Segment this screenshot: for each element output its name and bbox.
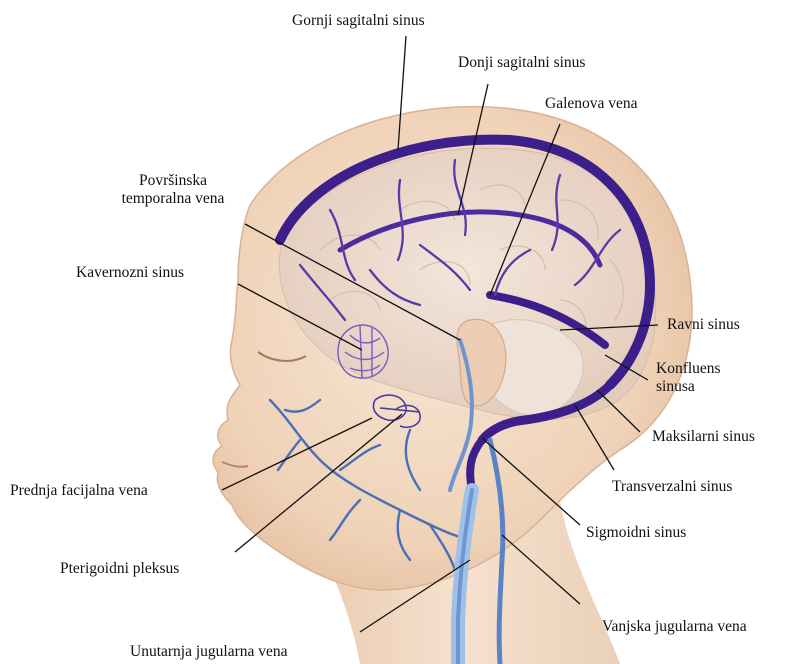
label-povrsinska-line2: temporalna vena xyxy=(110,190,236,208)
label-povrsinska-line1: Površinska xyxy=(110,172,236,190)
label-povrsinska-temporalna-vena: Površinska temporalna vena xyxy=(110,172,236,208)
label-donji-sagitalni-sinus: Donji sagitalni sinus xyxy=(458,54,585,72)
label-sigmoidni-sinus: Sigmoidni sinus xyxy=(586,524,686,542)
label-prednja-facijalna-vena: Prednja facijalna vena xyxy=(10,482,148,500)
label-maksilarni-sinus: Maksilarni sinus xyxy=(652,428,755,446)
label-konfluens-sinusa: Konfluens sinusa xyxy=(656,360,721,396)
label-transverzalni-sinus: Transverzalni sinus xyxy=(612,478,732,496)
label-unutarnja-jugularna-vena: Unutarnja jugularna vena xyxy=(130,643,288,661)
label-gornji-sagitalni-sinus: Gornji sagitalni sinus xyxy=(292,12,425,30)
label-galenova-vena: Galenova vena xyxy=(545,95,638,113)
label-pterigoidni-pleksus: Pterigoidni pleksus xyxy=(60,560,179,578)
label-ravni-sinus: Ravni sinus xyxy=(667,316,740,334)
label-kavernozni-sinus: Kavernozni sinus xyxy=(76,264,184,282)
label-konfluens-line1: Konfluens xyxy=(656,360,721,378)
label-vanjska-jugularna-vena: Vanjska jugularna vena xyxy=(602,618,747,636)
label-konfluens-line2: sinusa xyxy=(656,378,721,396)
